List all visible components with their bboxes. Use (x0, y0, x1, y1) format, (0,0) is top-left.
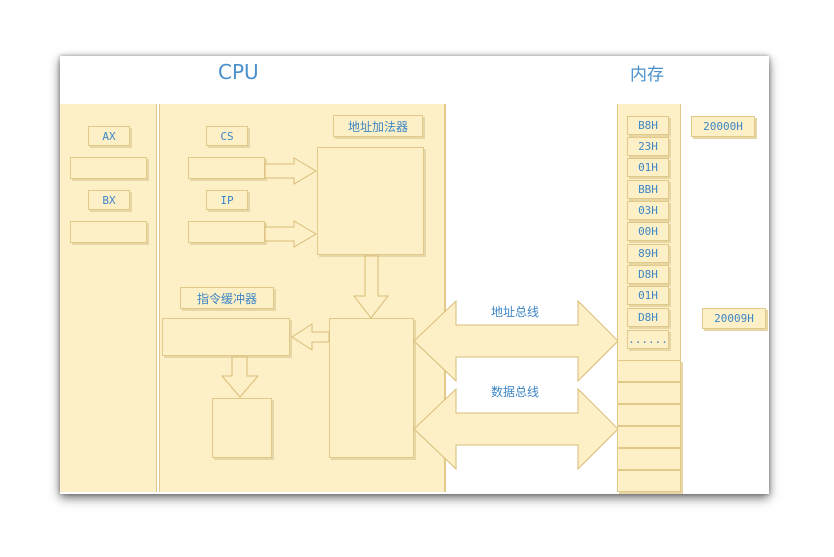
memory-cell-empty (617, 360, 681, 382)
data-bus-arrow (413, 387, 619, 471)
memory-cell: 01H (627, 286, 669, 305)
memory-cell-empty (617, 382, 681, 404)
memory-cell: 03H (627, 201, 669, 220)
register-cs-label: CS (206, 126, 248, 146)
data-bus-label: 数据总线 (490, 384, 539, 399)
memory-title: 内存 (630, 65, 664, 85)
memory-cell-empty (617, 404, 681, 426)
memory-cell: D8H (627, 265, 669, 284)
instruction-buffer-block (162, 318, 290, 356)
memory-cell-empty (617, 470, 681, 492)
memory-cell: 23H (627, 137, 669, 156)
arrow-adder-down (352, 255, 390, 319)
instruction-buffer-label: 指令缓冲器 (180, 287, 274, 309)
register-ax-label: AX (88, 126, 130, 146)
register-bx-label: BX (88, 190, 130, 210)
arrow-cs-to-adder (264, 157, 317, 185)
memory-address-start: 20000H (691, 116, 755, 137)
memory-cell: BBH (627, 180, 669, 199)
register-ip-label: IP (206, 190, 248, 210)
memory-cell-empty (617, 426, 681, 448)
memory-cell: D8H (627, 308, 669, 327)
address-adder-block (317, 147, 424, 255)
memory-cell: B8H (627, 116, 669, 135)
arrow-buffer-down (220, 356, 260, 398)
bus-interface-block (329, 318, 414, 458)
memory-address-end: 20009H (702, 308, 766, 329)
memory-cell: 00H (627, 222, 669, 241)
arrow-ip-to-adder (264, 220, 317, 248)
cpu-title: CPU (218, 60, 259, 84)
address-adder-label: 地址加法器 (333, 115, 423, 137)
address-bus-label: 地址总线 (490, 304, 539, 319)
memory-cell: 01H (627, 158, 669, 177)
memory-ellipsis: ...... (627, 330, 669, 349)
memory-cell: 89H (627, 244, 669, 263)
register-ax-value (70, 157, 147, 179)
memory-cell-empty (617, 448, 681, 470)
register-bx-value (70, 221, 147, 243)
arrow-to-buffer (291, 323, 330, 351)
execution-unit-block (212, 398, 272, 458)
